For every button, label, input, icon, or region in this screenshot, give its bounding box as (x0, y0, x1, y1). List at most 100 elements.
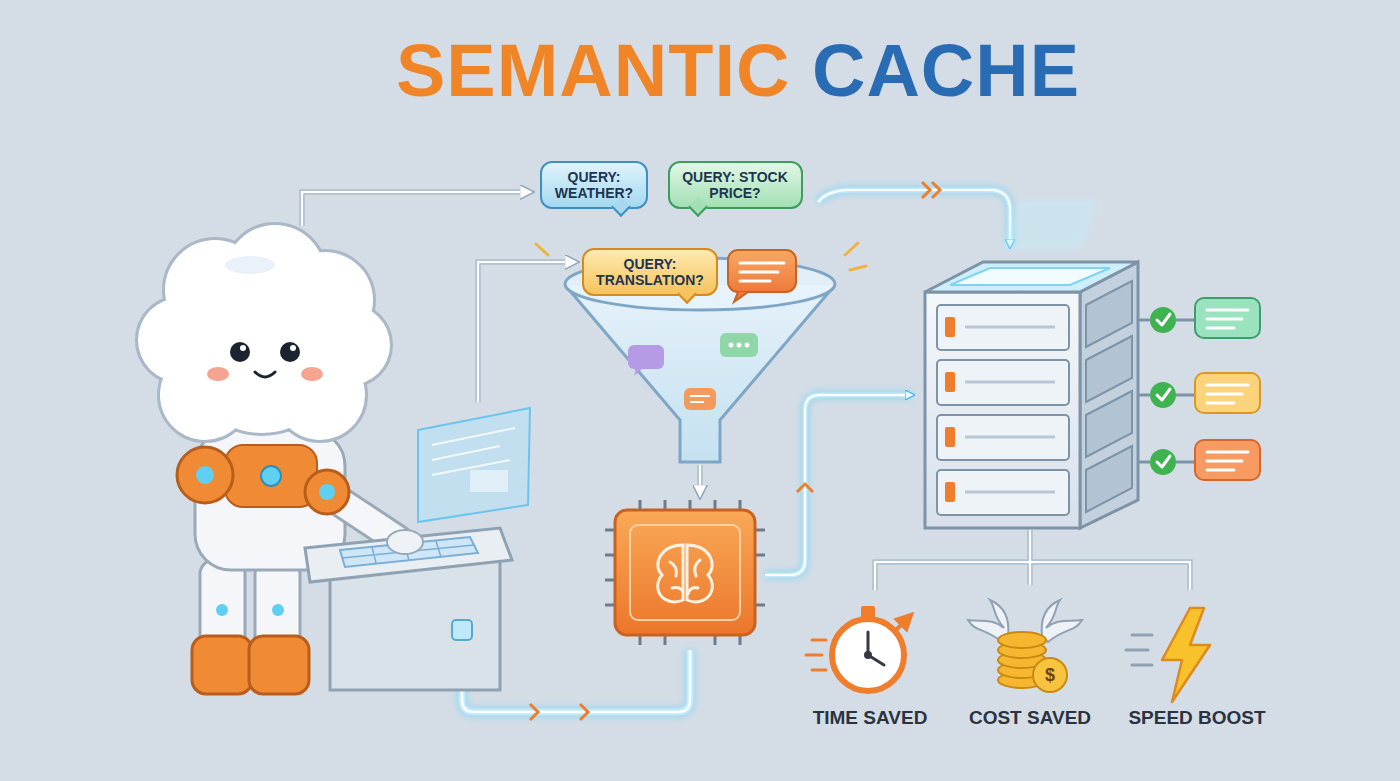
query-text: QUERY: STOCK PRICE? (678, 169, 793, 201)
cloud-head-part (240, 345, 246, 351)
coins-icon-part (1033, 658, 1067, 692)
query-bubble: QUERY: TRANSLATION? (582, 248, 718, 296)
cache-hit-part (1150, 307, 1176, 333)
cloud-head-part (301, 367, 323, 381)
funnel-part (690, 396, 710, 402)
hologram-screen-part (418, 408, 530, 522)
cache-server-part (925, 292, 1080, 528)
stopwatch-icon-part (832, 619, 904, 691)
ai-chip (605, 500, 765, 645)
cache-server-part-part (945, 482, 955, 502)
funnel-part (745, 343, 750, 348)
cache-server-part (945, 317, 955, 502)
funnel-part (684, 388, 716, 410)
diagram-title: SEMANTIC CACHE (396, 34, 1080, 108)
cache-hit-part (1207, 385, 1248, 403)
cloud-head (138, 225, 390, 440)
cache-hit-part (1207, 452, 1248, 470)
benefit-label: SPEED BOOST (1128, 707, 1265, 729)
data-pipe-part (922, 182, 930, 198)
lightning-icon-part (1126, 635, 1152, 665)
funnel-part (699, 465, 702, 495)
cloud-head-part (230, 342, 250, 362)
response-bubble-part (740, 263, 784, 281)
coins-icon (968, 600, 1082, 692)
cache-hit-part (1195, 440, 1260, 480)
cache-hit-part (1150, 449, 1176, 475)
response-bubble-part (728, 250, 796, 292)
cache-server (925, 200, 1138, 528)
benefit-label: TIME SAVED (813, 707, 928, 729)
hologram-screen-part (432, 428, 515, 475)
bubble-tail (688, 197, 708, 217)
console-desk-part (387, 530, 423, 554)
lightning-icon-part (1162, 608, 1210, 702)
cache-server-part (925, 262, 1138, 292)
data-pipe-part (818, 190, 1010, 246)
query-bubble: QUERY: STOCK PRICE? (668, 161, 803, 209)
cache-server-part-part (1086, 446, 1132, 512)
query-arrow-part (478, 262, 575, 402)
query-arrow-part (478, 262, 575, 402)
funnel-part (628, 345, 664, 369)
query-text: QUERY: TRANSLATION? (592, 256, 708, 288)
cache-server-part-part (1086, 336, 1132, 402)
benefit-wire-part (875, 530, 1190, 590)
cache-hit-part (1157, 314, 1170, 467)
query-bubble: QUERY: WEATHER? (540, 161, 648, 209)
ai-chip-part-part (658, 545, 683, 602)
cache-server-part-part (1086, 281, 1132, 347)
cloud-head-part (280, 342, 300, 362)
funnel-part (634, 369, 642, 376)
lightning-icon (1126, 608, 1210, 702)
cache-server-part (937, 281, 1132, 515)
cache-hit-part (1195, 298, 1260, 338)
cloud-head-part-part (160, 350, 250, 440)
coin-symbol: $ (1045, 665, 1055, 686)
cache-server-part (1080, 262, 1138, 528)
ai-chip-part (605, 500, 765, 645)
robot-part (261, 466, 281, 486)
cache-hit-part (1195, 373, 1260, 413)
data-pipe-part (932, 182, 940, 198)
hologram-screen (418, 408, 530, 522)
ai-chip-part (658, 545, 713, 602)
data-pipe-part (580, 704, 588, 720)
benefit-wire (875, 530, 1190, 590)
coins-icon-part (1042, 600, 1082, 642)
robot-part (177, 447, 233, 503)
cloud-head-part (138, 225, 390, 440)
stopwatch-icon-part (864, 651, 872, 659)
funnel-part (720, 333, 758, 357)
cloud-head-part (138, 225, 390, 440)
robot-part (319, 484, 335, 500)
query-text: QUERY: WEATHER? (550, 169, 638, 201)
funnel-part (737, 343, 742, 348)
cache-hit-part (1207, 310, 1248, 328)
coins-icon-part-part (998, 632, 1046, 648)
cache-hit-part (1138, 320, 1150, 462)
ai-chip-part (630, 525, 740, 620)
cloud-head-part (255, 372, 275, 377)
console-desk (305, 528, 512, 690)
ai-chip-part-part (670, 560, 700, 594)
cloud-head-part (225, 256, 275, 274)
funnel (536, 243, 866, 495)
data-pipe-part (818, 190, 1010, 246)
cache-server-part-part (945, 317, 955, 337)
data-pipe-part (765, 395, 912, 575)
data-pipe-part (530, 704, 538, 720)
cache-server-part-part (965, 327, 1055, 492)
robot-part (192, 636, 252, 694)
stopwatch-icon (806, 606, 910, 691)
hologram-screen-part (470, 470, 508, 492)
robot-part (249, 636, 309, 694)
benefit-label: COST SAVED (969, 707, 1091, 729)
cache-server-part-part (945, 427, 955, 447)
robot-part (305, 470, 349, 514)
cache-hit-part (1176, 320, 1194, 462)
